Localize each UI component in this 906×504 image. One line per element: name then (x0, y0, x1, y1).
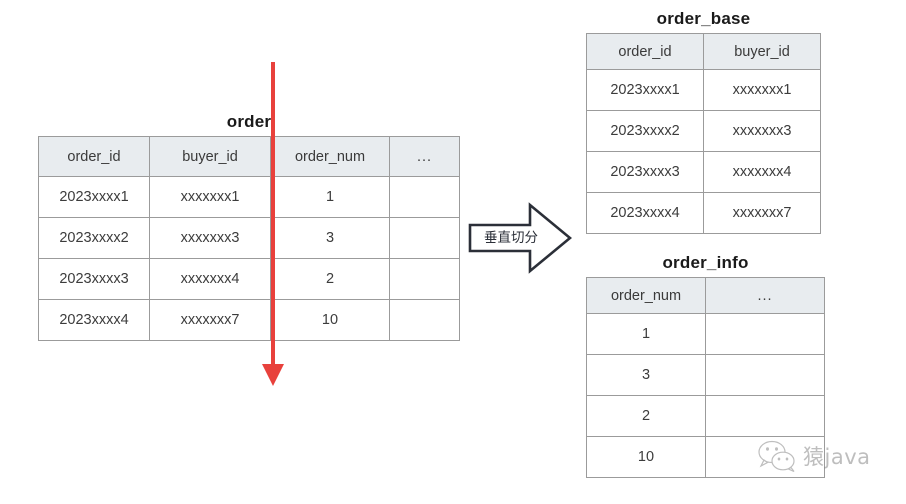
table-header-row: order_num ... (586, 277, 825, 314)
result-table-order-base-title: order_base (656, 9, 751, 28)
table-row: 2023xxxx2 xxxxxxx3 3 (38, 217, 460, 259)
cell-ellipsis (705, 395, 825, 437)
result-table-order-info-title: order_info (662, 253, 749, 272)
result-table-order-base-block: order_base order_id buyer_id 2023xxxx1 x… (586, 9, 821, 234)
cell-order-id: 2023xxxx1 (38, 176, 150, 218)
cell-order-id: 2023xxxx3 (586, 151, 704, 193)
cell-buyer-id: xxxxxxx4 (703, 151, 821, 193)
cell-ellipsis (389, 258, 460, 300)
cell-buyer-id: xxxxxxx7 (703, 192, 821, 234)
cell-order-num: 10 (586, 436, 706, 478)
column-header-ellipsis: ... (389, 136, 460, 177)
table-row: 2023xxxx3 xxxxxxx4 2 (38, 258, 460, 300)
vertical-split-arrowhead-icon (262, 364, 284, 386)
cell-buyer-id: xxxxxxx3 (703, 110, 821, 152)
vertical-split-line (271, 62, 275, 367)
result-table-order-base: order_id buyer_id 2023xxxx1 xxxxxxx1 202… (586, 33, 821, 234)
column-header-order-id: order_id (38, 136, 150, 177)
cell-order-num: 3 (270, 217, 390, 259)
source-table-block: order order_id buyer_id order_num ... 20… (38, 112, 460, 341)
table-header-row: order_id buyer_id (586, 33, 821, 70)
cell-buyer-id: xxxxxxx3 (149, 217, 271, 259)
cell-order-id: 2023xxxx4 (38, 299, 150, 341)
cell-ellipsis (705, 313, 825, 355)
table-row: 2023xxxx1 xxxxxxx1 1 (38, 176, 460, 218)
table-row: 10 (586, 436, 825, 478)
cell-ellipsis (389, 217, 460, 259)
table-row: 2023xxxx4 xxxxxxx7 (586, 192, 821, 234)
column-header-order-id: order_id (586, 33, 704, 70)
table-row: 3 (586, 354, 825, 396)
column-header-order-num: order_num (586, 277, 706, 314)
column-header-ellipsis: ... (705, 277, 825, 314)
column-header-order-num: order_num (270, 136, 390, 177)
cell-ellipsis (705, 354, 825, 396)
cell-order-num: 2 (586, 395, 706, 437)
result-table-order-info-block: order_info order_num ... 1 3 (586, 253, 825, 478)
cell-buyer-id: xxxxxxx1 (149, 176, 271, 218)
cell-ellipsis (389, 176, 460, 218)
table-header-row: order_id buyer_id order_num ... (38, 136, 460, 177)
table-row: 1 (586, 313, 825, 355)
cell-order-num: 3 (586, 354, 706, 396)
cell-buyer-id: xxxxxxx1 (703, 69, 821, 111)
source-table-title: order (226, 112, 272, 131)
table-row: 2023xxxx2 xxxxxxx3 (586, 110, 821, 152)
table-row: 2023xxxx1 xxxxxxx1 (586, 69, 821, 111)
cell-order-num: 1 (270, 176, 390, 218)
result-table-order-info: order_num ... 1 3 2 10 (586, 277, 825, 478)
table-row: 2023xxxx3 xxxxxxx4 (586, 151, 821, 193)
cell-order-id: 2023xxxx2 (586, 110, 704, 152)
source-table: order_id buyer_id order_num ... 2023xxxx… (38, 136, 460, 341)
cell-ellipsis (389, 299, 460, 341)
cell-order-num: 1 (586, 313, 706, 355)
cell-buyer-id: xxxxxxx4 (149, 258, 271, 300)
cell-ellipsis (705, 436, 825, 478)
cell-order-num: 10 (270, 299, 390, 341)
cell-order-id: 2023xxxx3 (38, 258, 150, 300)
block-arrow-icon (468, 202, 572, 274)
table-row: 2 (586, 395, 825, 437)
column-header-buyer-id: buyer_id (149, 136, 271, 177)
table-row: 2023xxxx4 xxxxxxx7 10 (38, 299, 460, 341)
column-header-buyer-id: buyer_id (703, 33, 821, 70)
cell-order-id: 2023xxxx1 (586, 69, 704, 111)
cell-order-id: 2023xxxx4 (586, 192, 704, 234)
cell-buyer-id: xxxxxxx7 (149, 299, 271, 341)
cell-order-id: 2023xxxx2 (38, 217, 150, 259)
cell-order-num: 2 (270, 258, 390, 300)
